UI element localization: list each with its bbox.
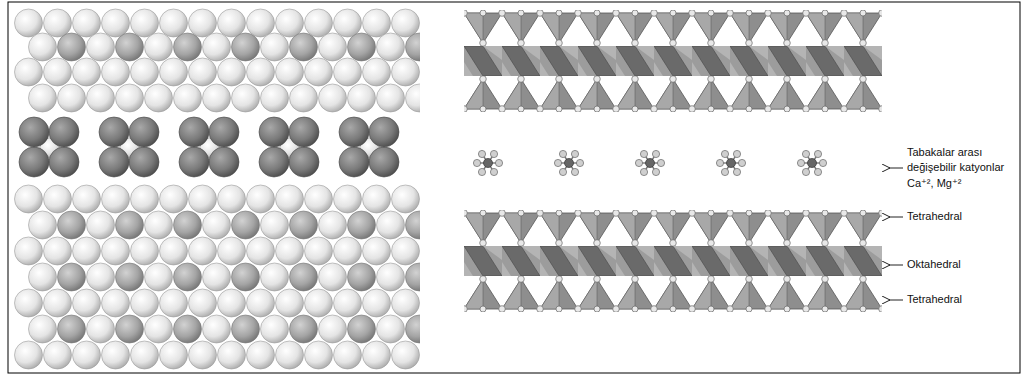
layer-label: Tetrahedral <box>907 209 1007 224</box>
frame <box>8 2 1020 373</box>
cation-label: Tabakalar arası değişebilir katyonlar Ca… <box>907 145 1019 191</box>
sphere-model <box>10 8 420 370</box>
pointer-arrows <box>889 168 903 300</box>
polyhedral-model <box>464 10 882 312</box>
layer-label: Oktahedral <box>907 257 1007 272</box>
layer-label: Tetrahedral <box>907 292 1007 307</box>
